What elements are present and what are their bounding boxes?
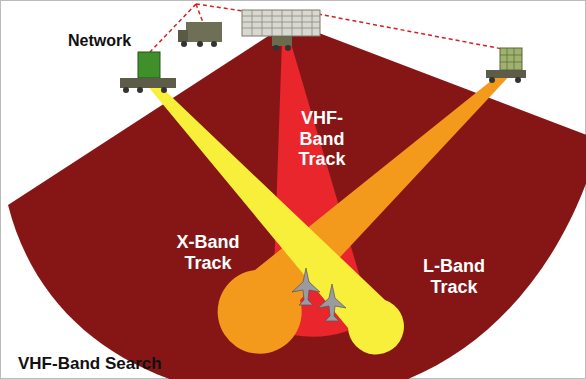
search-sector [8,22,586,379]
network-links [150,4,508,52]
network-label: Network [68,32,131,50]
beam-label: VHF-Band Track [282,108,362,170]
command-truck [178,22,222,47]
vhf-radar [242,10,320,51]
l-band-radar [486,48,526,83]
beam-label: X-Band Track [168,232,248,273]
beam-label: L-Band Track [414,256,494,297]
x-band-beam [146,80,404,355]
aircraft [292,268,346,321]
search-label: VHF-Band Search [18,354,162,374]
x-band-radar [120,52,176,93]
